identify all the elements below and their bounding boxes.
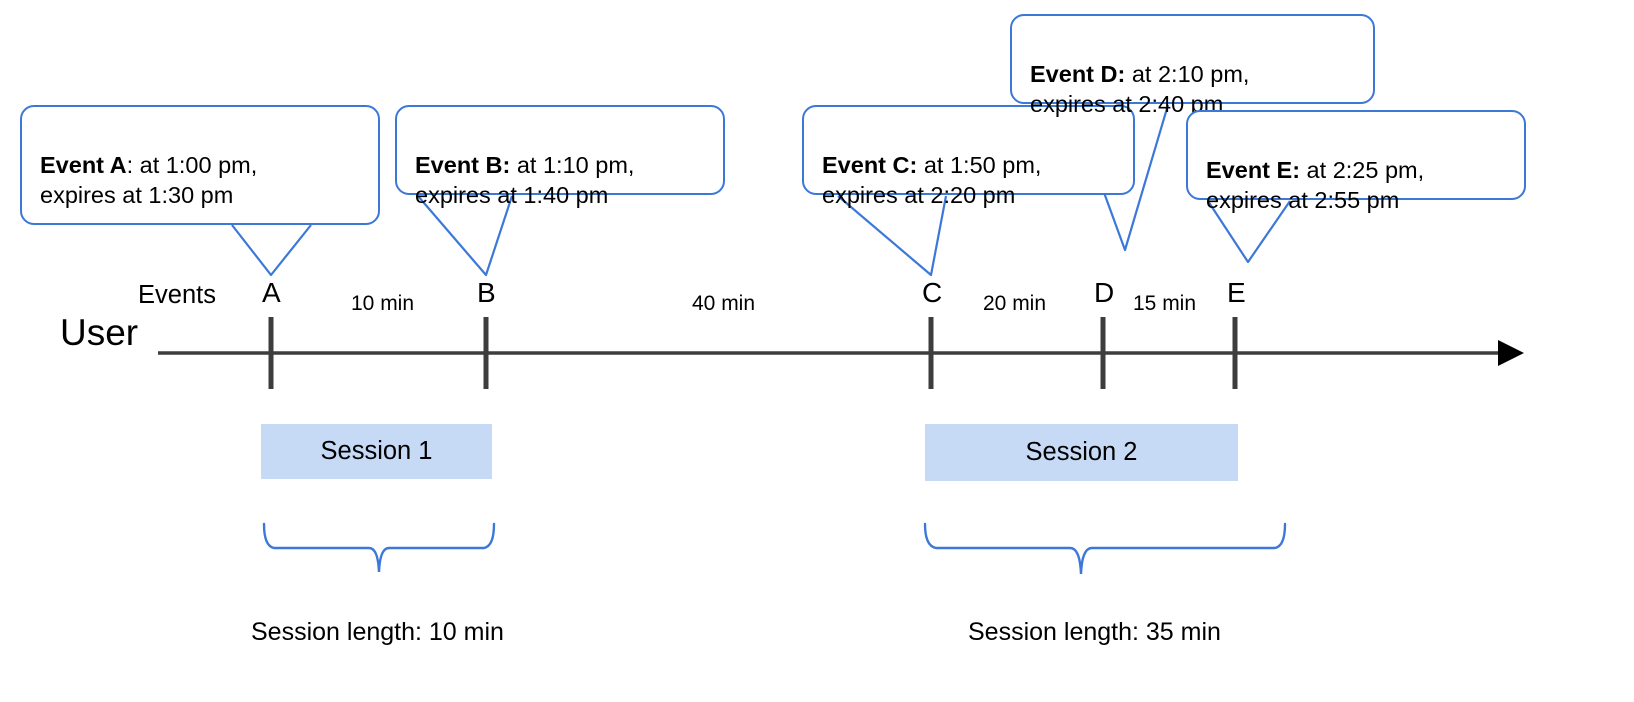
callout-event-e-title: Event E: [1206,156,1301,183]
session-1-label: Session 1 [320,437,433,465]
callout-event-d: Event D: at 2:10 pm, expires at 2:40 pm [1010,14,1375,117]
session-box-1: Session 1 [261,424,492,479]
session-2-brace [923,522,1287,575]
callout-event-a-body: : at 1:00 pm, expires at 1:30 pm [40,151,258,209]
interval-label-b-c: 40 min [692,292,756,315]
session-box-2: Session 2 [925,424,1238,481]
interval-label-a-b: 10 min [351,292,415,315]
callout-event-a-title: Event A [40,151,127,178]
event-marker-b: B [477,277,496,308]
event-marker-e: E [1227,277,1246,308]
session-1-caption: Session length: 10 min [251,618,504,646]
session-2-caption: Session length: 35 min [968,618,1221,646]
callout-tail-a [231,224,312,277]
callout-event-d-title: Event D: [1030,60,1126,87]
axis-label-user: User [60,312,139,353]
interval-label-d-e: 15 min [1133,292,1197,315]
event-marker-d: D [1094,277,1115,308]
row-label-events: Events [138,281,216,309]
interval-label-c-d: 20 min [983,292,1047,315]
callout-event-a: Event A: at 1:00 pm, expires at 1:30 pm [20,105,380,225]
event-marker-c: C [922,277,943,308]
callout-event-b: Event B: at 1:10 pm, expires at 1:40 pm [395,105,725,208]
session-1-brace [262,522,496,573]
callout-event-b-title: Event B: [415,151,511,178]
timeline-arrow-icon [1498,340,1524,366]
callout-event-c-title: Event C: [822,151,918,178]
session-2-label: Session 2 [1025,438,1138,466]
callout-event-e: Event E: at 2:25 pm, expires at 2:55 pm [1186,110,1526,213]
event-marker-a: A [262,277,281,308]
